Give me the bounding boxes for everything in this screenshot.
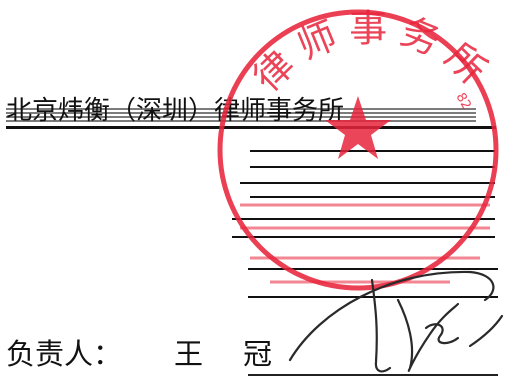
seal-arc-text: 律师事务所 xyxy=(245,6,502,100)
star-icon xyxy=(325,96,391,159)
seal-streaks xyxy=(240,203,490,284)
firm-name-line: 北京炜衡（深圳）律师事务所 xyxy=(6,96,476,126)
handwritten-signature xyxy=(288,270,504,373)
seal-code: 82 xyxy=(453,91,474,113)
seal-ring xyxy=(217,9,499,291)
form-rule xyxy=(248,268,498,270)
responsible-label: 负责人： xyxy=(6,337,123,371)
form-rule xyxy=(240,182,495,184)
form-rule xyxy=(6,126,496,129)
firm-seal: 律师事务所 82 xyxy=(217,6,502,291)
form-rule xyxy=(250,196,495,198)
signature-line xyxy=(248,374,498,376)
form-rule xyxy=(250,166,495,168)
form-rule xyxy=(232,218,495,220)
seal-arc-path: 律师事务所 xyxy=(245,6,492,100)
responsible-name: 王冠 xyxy=(174,337,313,371)
form-rule xyxy=(248,296,498,298)
form-rule xyxy=(232,236,495,238)
